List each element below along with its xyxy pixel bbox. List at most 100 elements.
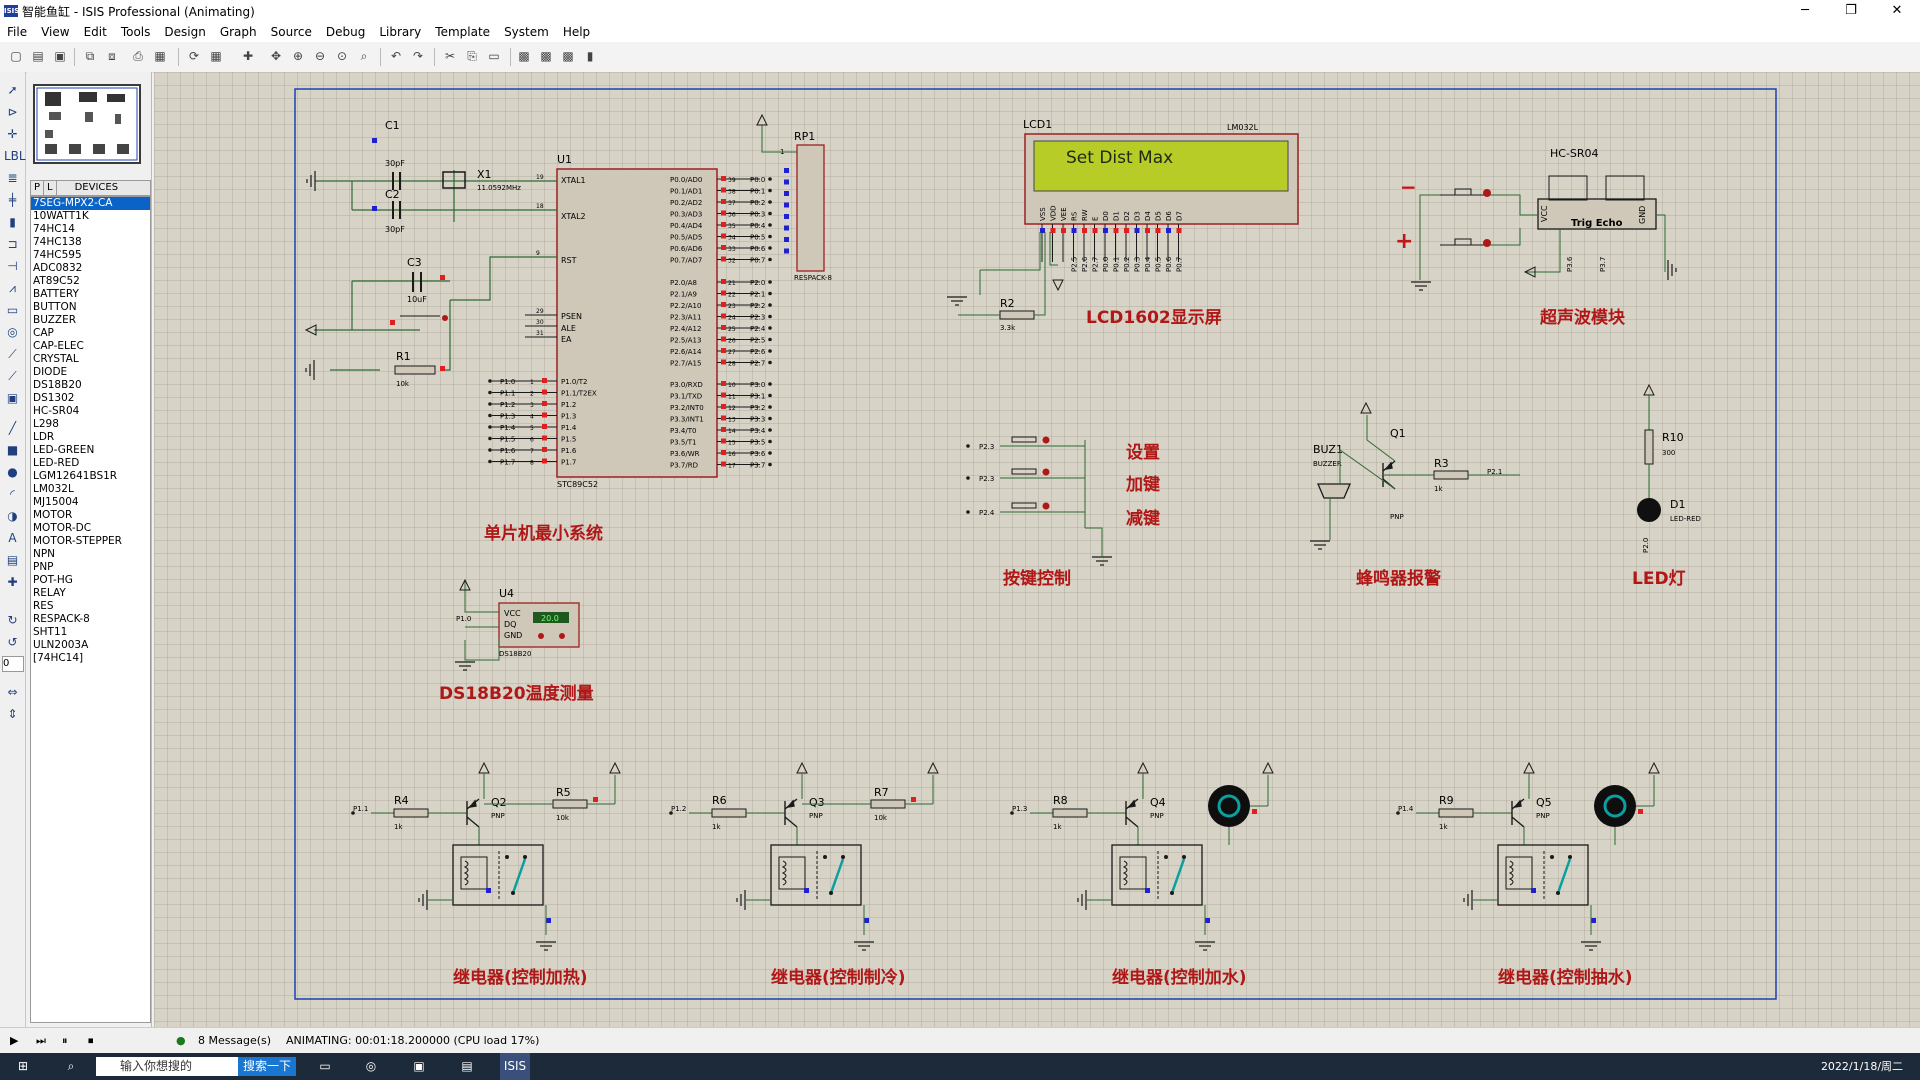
rotate-ccw-icon[interactable]: ↺ xyxy=(7,635,18,649)
new-file-icon[interactable]: ▢ xyxy=(10,49,22,63)
device-item[interactable]: MOTOR xyxy=(33,509,73,521)
pan-icon[interactable]: ✥ xyxy=(270,49,282,63)
device-item[interactable]: CAP-ELEC xyxy=(33,340,84,352)
device-pin-icon[interactable]: ⊣ xyxy=(7,259,18,273)
capacitor-c2[interactable]: C2 30pF xyxy=(372,188,405,234)
generator-icon[interactable]: ◎ xyxy=(7,325,18,339)
menu-system[interactable]: System xyxy=(504,25,549,39)
block-move-icon[interactable]: ▩ xyxy=(540,49,552,63)
menu-help[interactable]: Help xyxy=(562,25,591,39)
text-icon[interactable]: A xyxy=(8,531,17,545)
device-item[interactable]: RESPACK-8 xyxy=(33,613,90,625)
isis-taskbar-icon[interactable]: ISIS xyxy=(500,1053,530,1080)
app-icon-3[interactable]: ▤ xyxy=(461,1059,473,1073)
device-item[interactable]: CAP xyxy=(33,327,54,339)
device-item[interactable]: BUTTON xyxy=(33,301,77,313)
device-item[interactable]: MJ15004 xyxy=(33,496,79,508)
tape-recorder-icon[interactable]: ▭ xyxy=(6,303,19,317)
refresh-icon[interactable]: ⟳ xyxy=(188,49,200,63)
device-item[interactable]: 74HC138 xyxy=(33,236,82,248)
device-item[interactable]: DS18B20 xyxy=(33,379,82,391)
device-item[interactable]: ULN2003A xyxy=(33,639,89,651)
step-button[interactable]: ⏭ xyxy=(36,1034,46,1047)
zoom-out-icon[interactable]: ⊖ xyxy=(314,49,326,63)
device-item[interactable]: SHT11 xyxy=(33,626,68,638)
file-explorer-icon[interactable]: ▭ xyxy=(319,1059,331,1073)
arc-icon[interactable]: ◜ xyxy=(10,487,15,501)
grid-icon[interactable]: ▦ xyxy=(210,49,222,63)
save-icon[interactable]: ▣ xyxy=(54,49,66,63)
device-item[interactable]: LED-RED xyxy=(33,457,80,469)
led-circuit[interactable]: R10 300 D1 LED-RED P2.0 xyxy=(1637,383,1701,553)
box-icon[interactable]: ■ xyxy=(6,443,19,457)
undo-icon[interactable]: ↶ xyxy=(390,49,402,63)
virtual-instrument-icon[interactable]: ▣ xyxy=(6,391,19,405)
zoom-in-icon[interactable]: ⊕ xyxy=(292,49,304,63)
close-button[interactable]: ✕ xyxy=(1891,3,1903,18)
device-item[interactable]: ADC0832 xyxy=(33,262,83,274)
reset-button[interactable] xyxy=(390,315,448,325)
line-icon[interactable]: ╱ xyxy=(8,421,17,435)
message-count[interactable]: 8 Message(s) xyxy=(198,1034,272,1047)
capacitor-c3[interactable]: C3 10uF xyxy=(407,256,445,304)
zoom-all-icon[interactable]: ⊙ xyxy=(336,49,348,63)
windows-start-icon[interactable]: ⊞ xyxy=(17,1059,29,1073)
voltage-probe-icon[interactable]: ⟋ xyxy=(8,347,17,361)
web-search-button[interactable]: 搜索一下 xyxy=(238,1057,296,1076)
device-item[interactable]: 10WATT1K xyxy=(33,210,89,222)
library-tab[interactable]: L xyxy=(44,181,57,195)
device-item[interactable]: 74HC14 xyxy=(33,223,75,235)
capacitor-c1[interactable]: C1 30pF xyxy=(372,119,405,190)
menu-design[interactable]: Design xyxy=(164,25,206,39)
copy-icon[interactable]: ⎘ xyxy=(467,49,477,63)
menu-graph[interactable]: Graph xyxy=(219,25,257,39)
device-item[interactable]: RELAY xyxy=(33,587,66,599)
web-search-input[interactable]: 输入你想搜的 xyxy=(96,1057,238,1076)
selection-mode-icon[interactable]: ➚ xyxy=(7,83,18,97)
graph-icon[interactable]: ⩘ xyxy=(9,281,16,295)
cut-icon[interactable]: ✂ xyxy=(444,49,456,63)
device-item[interactable]: LDR xyxy=(33,431,55,443)
resistor-r1[interactable]: R1 10k xyxy=(394,350,445,388)
origin-icon[interactable]: ✚ xyxy=(242,49,254,63)
crystal-x1[interactable]: X1 11.0592MHz xyxy=(442,168,521,192)
power-switches[interactable] xyxy=(1419,188,1666,280)
ds18b20-sensor[interactable]: 20.0 VCC DQ GND U4 DS18B20 P1.0 xyxy=(456,587,580,658)
overview-window[interactable] xyxy=(33,84,141,164)
menu-debug[interactable]: Debug xyxy=(325,25,366,39)
print-area-icon[interactable]: ▦ xyxy=(154,49,166,63)
device-item[interactable]: BATTERY xyxy=(33,288,79,300)
mirror-horizontal-icon[interactable]: ⇔ xyxy=(7,685,18,699)
block-copy-icon[interactable]: ▩ xyxy=(518,49,530,63)
open-file-icon[interactable]: ▤ xyxy=(32,49,44,63)
marker-icon[interactable]: ✚ xyxy=(7,575,18,589)
app-icon-2[interactable]: ▣ xyxy=(413,1059,425,1073)
menu-template[interactable]: Template xyxy=(435,25,491,39)
buzzer-circuit[interactable]: BUZ1 BUZZER Q1 PNP R3 1k P2.1 xyxy=(1313,427,1502,521)
path-icon[interactable]: ◑ xyxy=(7,509,18,523)
current-probe-icon[interactable]: ⟋ xyxy=(8,369,17,383)
menu-source[interactable]: Source xyxy=(270,25,312,39)
device-item[interactable]: DS1302 xyxy=(33,392,75,404)
device-item[interactable]: BUZZER xyxy=(33,314,77,326)
menu-tools[interactable]: Tools xyxy=(120,25,151,39)
mirror-vertical-icon[interactable]: ⇕ xyxy=(7,707,18,721)
menu-edit[interactable]: Edit xyxy=(83,25,107,39)
schematic-canvas[interactable]: U1 STC89C52 XTAL1 XTAL2 RST PSEN ALE EA … xyxy=(154,72,1920,1027)
paste-icon[interactable]: ▭ xyxy=(488,49,500,63)
subcircuit-icon[interactable]: ▮ xyxy=(9,215,16,229)
device-item[interactable]: MOTOR-DC xyxy=(33,522,92,534)
ultrasonic-hc-sr04[interactable]: HC-SR04 VCC Trig Echo GND P3.6 P3.7 xyxy=(1537,147,1657,272)
block-delete-icon[interactable]: ▮ xyxy=(586,49,594,63)
minimize-button[interactable]: ─ xyxy=(1801,3,1809,18)
play-button[interactable]: ▶ xyxy=(10,1034,19,1047)
menu-library[interactable]: Library xyxy=(379,25,422,39)
device-item[interactable]: DIODE xyxy=(33,366,68,378)
print-icon[interactable]: ⎙ xyxy=(133,49,143,63)
zoom-area-icon[interactable]: ⌕ xyxy=(360,49,368,63)
